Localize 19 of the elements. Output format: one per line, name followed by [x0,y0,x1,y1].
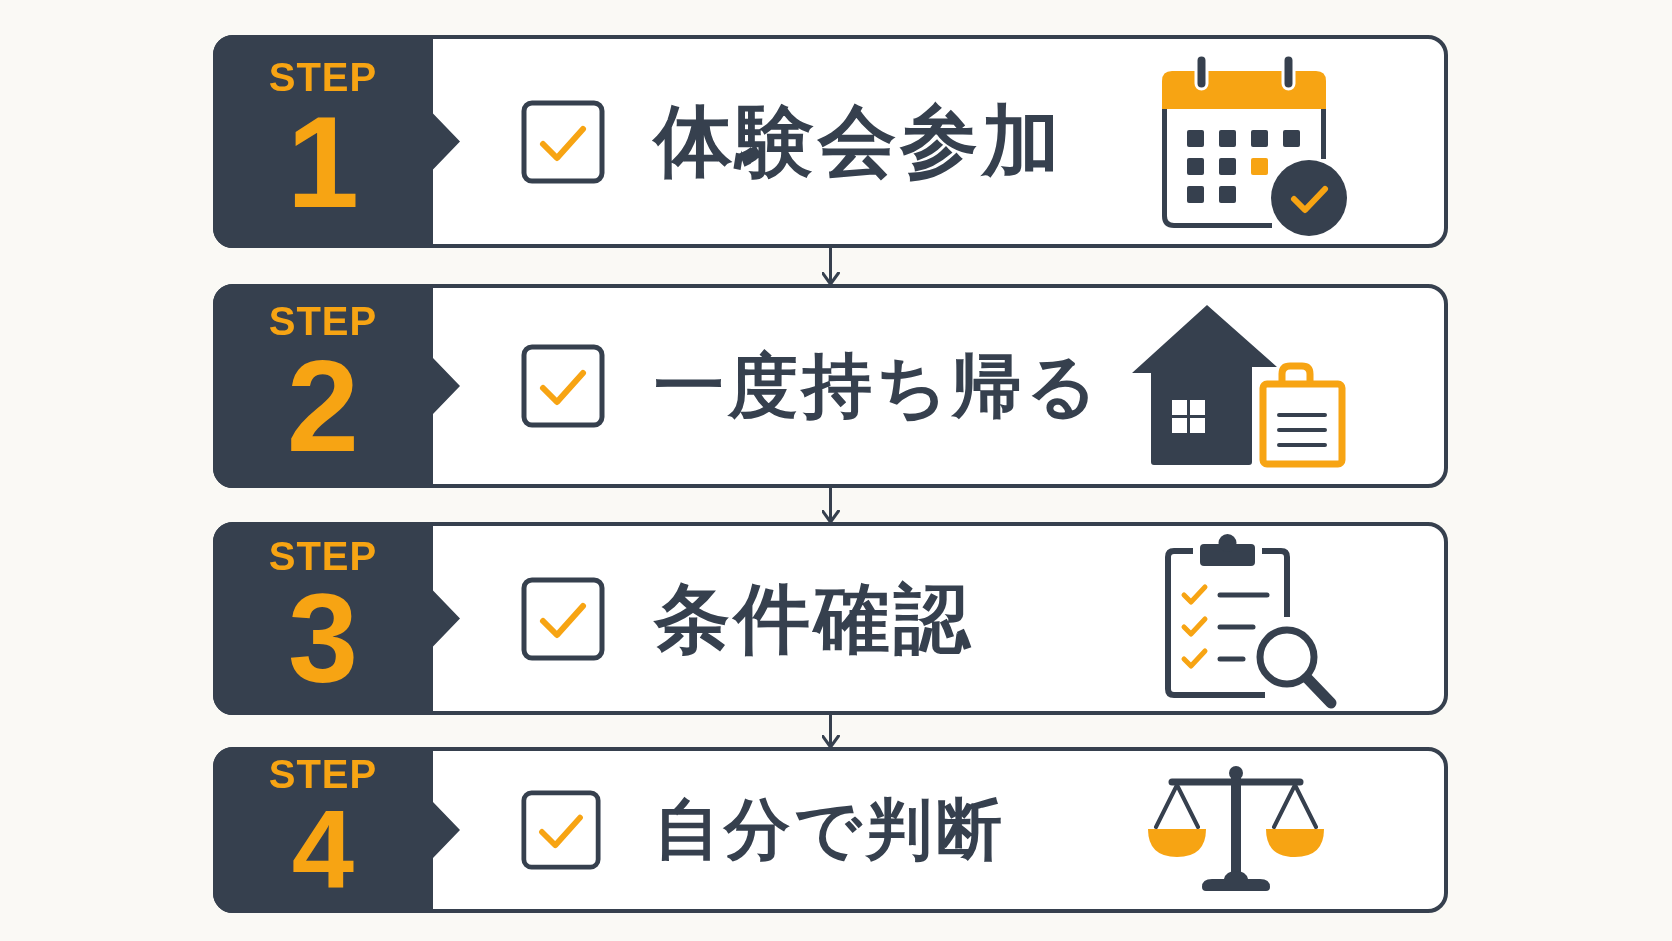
step-card [213,522,1448,715]
step-label: STEP [268,754,378,794]
arrow [821,488,840,524]
step-label: STEP [268,535,378,576]
step-title: 条件確認 [654,572,974,665]
step-card [213,747,1448,913]
step-number: 3 [287,575,359,702]
arrow [821,248,840,286]
step-card [213,35,1448,248]
step-title: 自分で判断 [654,790,1006,870]
step-number: 2 [286,341,360,471]
step-title: 体験会参加 [654,94,1064,188]
step-title: 一度持ち帰る [654,344,1102,428]
step-card [213,284,1448,488]
step-label: STEP [268,301,378,341]
step-number: 1 [286,96,360,227]
arrow [821,715,840,749]
step-number: 4 [291,794,355,906]
step-label: STEP [268,56,378,97]
